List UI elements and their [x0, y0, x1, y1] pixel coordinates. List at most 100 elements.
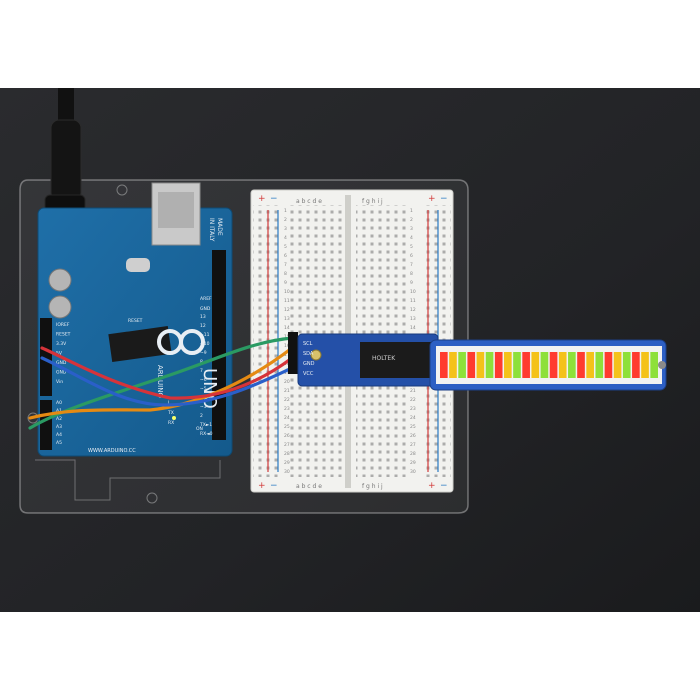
bargraph-segments — [440, 352, 658, 378]
row-number: 16 — [284, 343, 290, 349]
gnd-label: GND — [200, 306, 211, 312]
digital-pin-label: 7 — [200, 368, 203, 374]
row-number: 3 — [410, 226, 413, 232]
rail-plus-top-right: + — [428, 194, 436, 204]
bargraph-segment — [586, 352, 594, 378]
row-number: 9 — [410, 280, 413, 286]
column-letters-top-right: f g h i j — [362, 198, 383, 205]
row-number: 4 — [410, 235, 413, 241]
analog-pin-label: A2 — [56, 416, 62, 422]
rail-plus-top-left: + — [258, 194, 266, 204]
digital-pin-label: ~11 — [200, 332, 210, 338]
jumper-wires — [28, 336, 294, 430]
row-number: 6 — [284, 253, 287, 259]
digital-pin-label: ~9 — [200, 350, 207, 356]
row-number: 6 — [410, 253, 413, 259]
bargraph-segment — [504, 352, 512, 378]
made-in-label-1: MADE — [216, 218, 223, 236]
digital-pin-label: RX◄0 — [200, 431, 213, 437]
row-number: 10 — [284, 289, 290, 295]
brand-label: ARDUINO — [156, 365, 164, 398]
row-number: 5 — [284, 244, 287, 250]
led-bargraph — [429, 339, 667, 391]
row-number: 1 — [410, 208, 413, 214]
row-number: 14 — [284, 325, 290, 331]
backpack-pin-label: GND — [303, 361, 315, 367]
row-number: 30 — [284, 469, 290, 475]
row-number: 12 — [410, 307, 416, 313]
bargraph-segment — [467, 352, 476, 378]
wire-blue — [40, 356, 294, 407]
bargraph-segment — [540, 352, 549, 378]
analog-pin-label: A4 — [56, 432, 62, 438]
rail-minus-bottom-right: − — [440, 481, 448, 491]
chip-label: HOLTEK — [372, 355, 396, 362]
wire-orange — [28, 346, 294, 420]
row-number: 20 — [284, 379, 290, 385]
row-number: 27 — [284, 442, 290, 448]
row-number: 24 — [410, 415, 416, 421]
row-number: 27 — [410, 442, 416, 448]
column-letters-top-left: a b c d e — [296, 198, 322, 205]
l-led-label: L — [168, 400, 171, 406]
row-number: 4 — [284, 235, 287, 241]
rail-minus-top-left: − — [270, 194, 278, 204]
bargraph-segment — [458, 352, 466, 378]
bargraph-segment — [650, 352, 658, 378]
row-number: 12 — [284, 307, 290, 313]
row-number: 8 — [284, 271, 287, 277]
arduino-board: ARDUINO UNO MADE IN ITALY WWW.ARDUINO.CC… — [37, 182, 233, 457]
bargraph-segment — [522, 352, 530, 378]
row-number: 25 — [410, 424, 416, 430]
row-number: 28 — [284, 451, 290, 457]
row-number: 18 — [284, 361, 290, 367]
backpack-pin-label: SDA — [303, 351, 314, 357]
row-number: 7 — [410, 262, 413, 268]
bargraph-segment — [568, 352, 576, 378]
row-number: 23 — [410, 406, 416, 412]
row-number: 29 — [410, 460, 416, 466]
digital-pin-label: ~3 — [200, 404, 207, 410]
row-number: 13 — [284, 316, 290, 322]
analog-pin-label: A0 — [56, 400, 62, 406]
power-pin-label: 3.3V — [56, 341, 67, 347]
row-number: 13 — [410, 316, 416, 322]
column-letters-bottom-left: a b c d e — [296, 483, 322, 490]
power-pin-label: RESET — [56, 332, 71, 338]
row-number: 8 — [410, 271, 413, 277]
bargraph-segment — [440, 352, 448, 378]
power-pin-label: GND — [56, 360, 67, 366]
digital-pin-label: ~6 — [200, 377, 207, 383]
row-number: 23 — [284, 406, 290, 412]
bargraph-segment — [641, 352, 649, 378]
digital-pin-label: 13 — [200, 314, 206, 320]
power-pin-label: IOREF — [56, 322, 70, 328]
row-number: 24 — [284, 415, 290, 421]
digital-pin-label: 2 — [200, 413, 203, 419]
rail-plus-bottom-left: + — [258, 481, 266, 491]
wire-red — [40, 346, 294, 400]
bargraph-segment — [476, 352, 485, 378]
row-number: 21 — [410, 388, 416, 394]
url-label: WWW.ARDUINO.CC — [88, 448, 136, 454]
reset-button-label: RESET — [128, 318, 143, 324]
row-number: 25 — [284, 424, 290, 430]
row-number: 7 — [284, 262, 287, 268]
bargraph-segment — [632, 352, 640, 378]
bargraph-segment — [595, 352, 604, 378]
bargraph-segment — [531, 352, 540, 378]
top-margin — [0, 0, 700, 88]
backpack-pin-label: VCC — [303, 371, 314, 377]
digital-pin-label: ~10 — [200, 341, 210, 347]
analog-pin-label: A5 — [56, 440, 62, 446]
row-number: 30 — [410, 469, 416, 475]
row-number: 26 — [410, 433, 416, 439]
bargraph-segment — [449, 352, 457, 378]
row-number: 22 — [284, 397, 290, 403]
row-number: 19 — [284, 370, 290, 376]
digital-pin-label: TX►1 — [199, 422, 212, 428]
